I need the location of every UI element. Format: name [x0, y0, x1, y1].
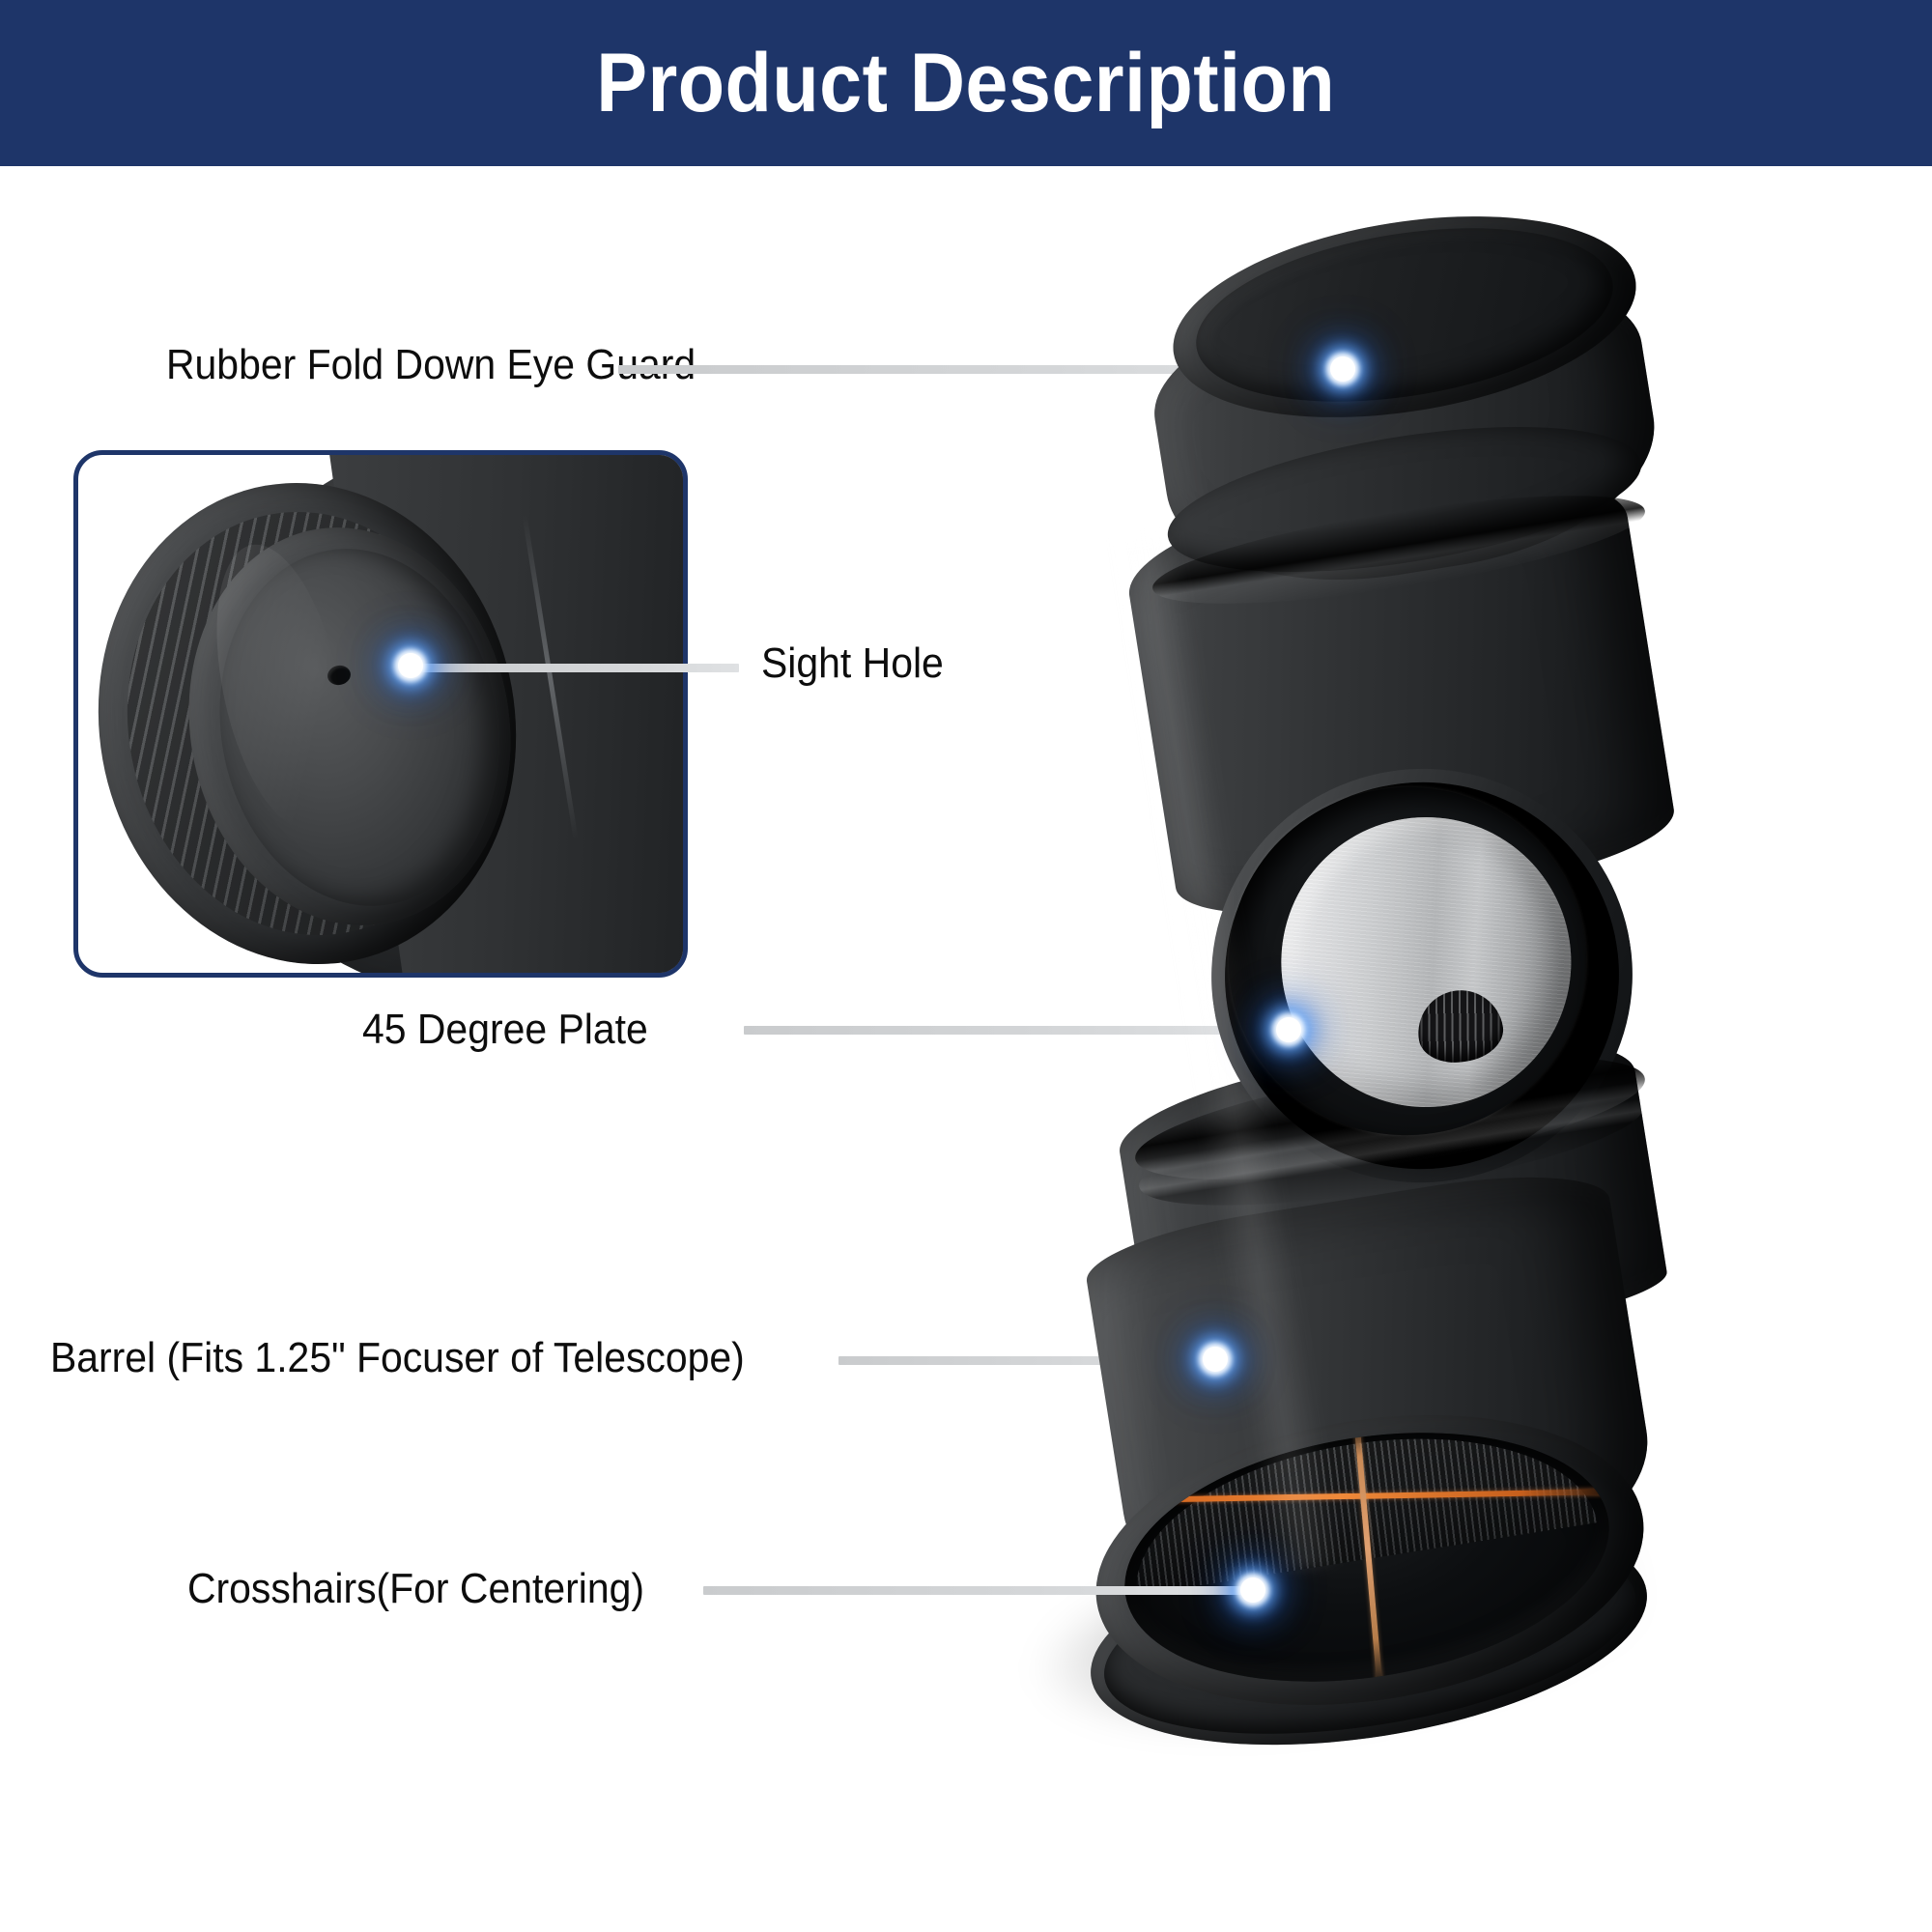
callout-label-rubber-fold-down-eye-guard: Rubber Fold Down Eye Guard — [166, 341, 696, 388]
page-title: Product Description — [596, 37, 1336, 129]
header-banner: Product Description — [0, 0, 1932, 166]
eye-guard-closeup-scene — [78, 455, 683, 973]
leader-line-crosshairs — [703, 1586, 1249, 1595]
product-illustration — [1005, 186, 1739, 1816]
leader-line-barrel — [838, 1356, 1213, 1365]
callout-label-barrel: Barrel (Fits 1.25" Focuser of Telescope) — [50, 1334, 745, 1381]
callout-dot-crosshairs[interactable] — [1240, 1577, 1265, 1603]
leader-line-45-degree-plate — [744, 1026, 1285, 1035]
callout-dot-barrel[interactable] — [1203, 1347, 1228, 1372]
callout-dot-rubber-fold-down-eye-guard[interactable] — [1330, 356, 1355, 382]
callout-label-45-degree-plate: 45 Degree Plate — [362, 1006, 648, 1053]
callout-dot-45-degree-plate[interactable] — [1276, 1017, 1301, 1042]
callout-label-sight-hole: Sight Hole — [761, 639, 944, 687]
leader-line-sight-hole — [422, 664, 739, 672]
leader-line-rubber-fold-down-eye-guard — [618, 365, 1333, 374]
callout-label-crosshairs: Crosshairs(For Centering) — [187, 1565, 644, 1612]
eye-guard-closeup-box — [73, 450, 688, 978]
callout-dot-sight-hole[interactable] — [398, 653, 423, 678]
